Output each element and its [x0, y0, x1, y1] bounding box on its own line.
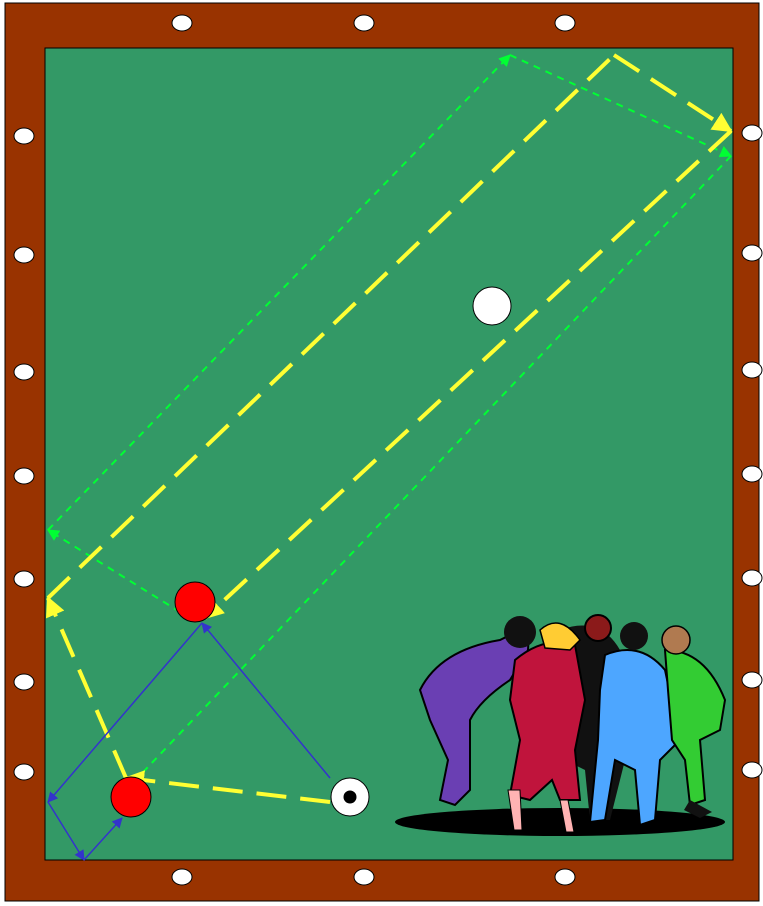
diamond-icon	[354, 869, 374, 885]
diamond-icon	[555, 869, 575, 885]
diamond-icon	[742, 362, 762, 378]
diamond-icon	[14, 674, 34, 690]
diamond-icon	[354, 15, 374, 31]
diamond-icon	[14, 364, 34, 380]
diamond-icon	[555, 15, 575, 31]
diamond-icon	[14, 128, 34, 144]
diamond-icon	[172, 869, 192, 885]
diamond-icon	[742, 466, 762, 482]
diamond-icon	[742, 762, 762, 778]
diamond-icon	[742, 125, 762, 141]
diamond-icon	[742, 672, 762, 688]
red-ball-upper	[175, 582, 215, 622]
diamond-icon	[742, 245, 762, 261]
diamond-icon	[14, 468, 34, 484]
red-ball-lower	[111, 777, 151, 817]
diamond-icon	[14, 571, 34, 587]
cue-ball-spot	[344, 791, 356, 803]
diamond-icon	[742, 570, 762, 586]
white-object-ball	[473, 287, 511, 325]
diamond-icon	[14, 764, 34, 780]
diamond-icon	[14, 247, 34, 263]
diamond-icon	[172, 15, 192, 31]
